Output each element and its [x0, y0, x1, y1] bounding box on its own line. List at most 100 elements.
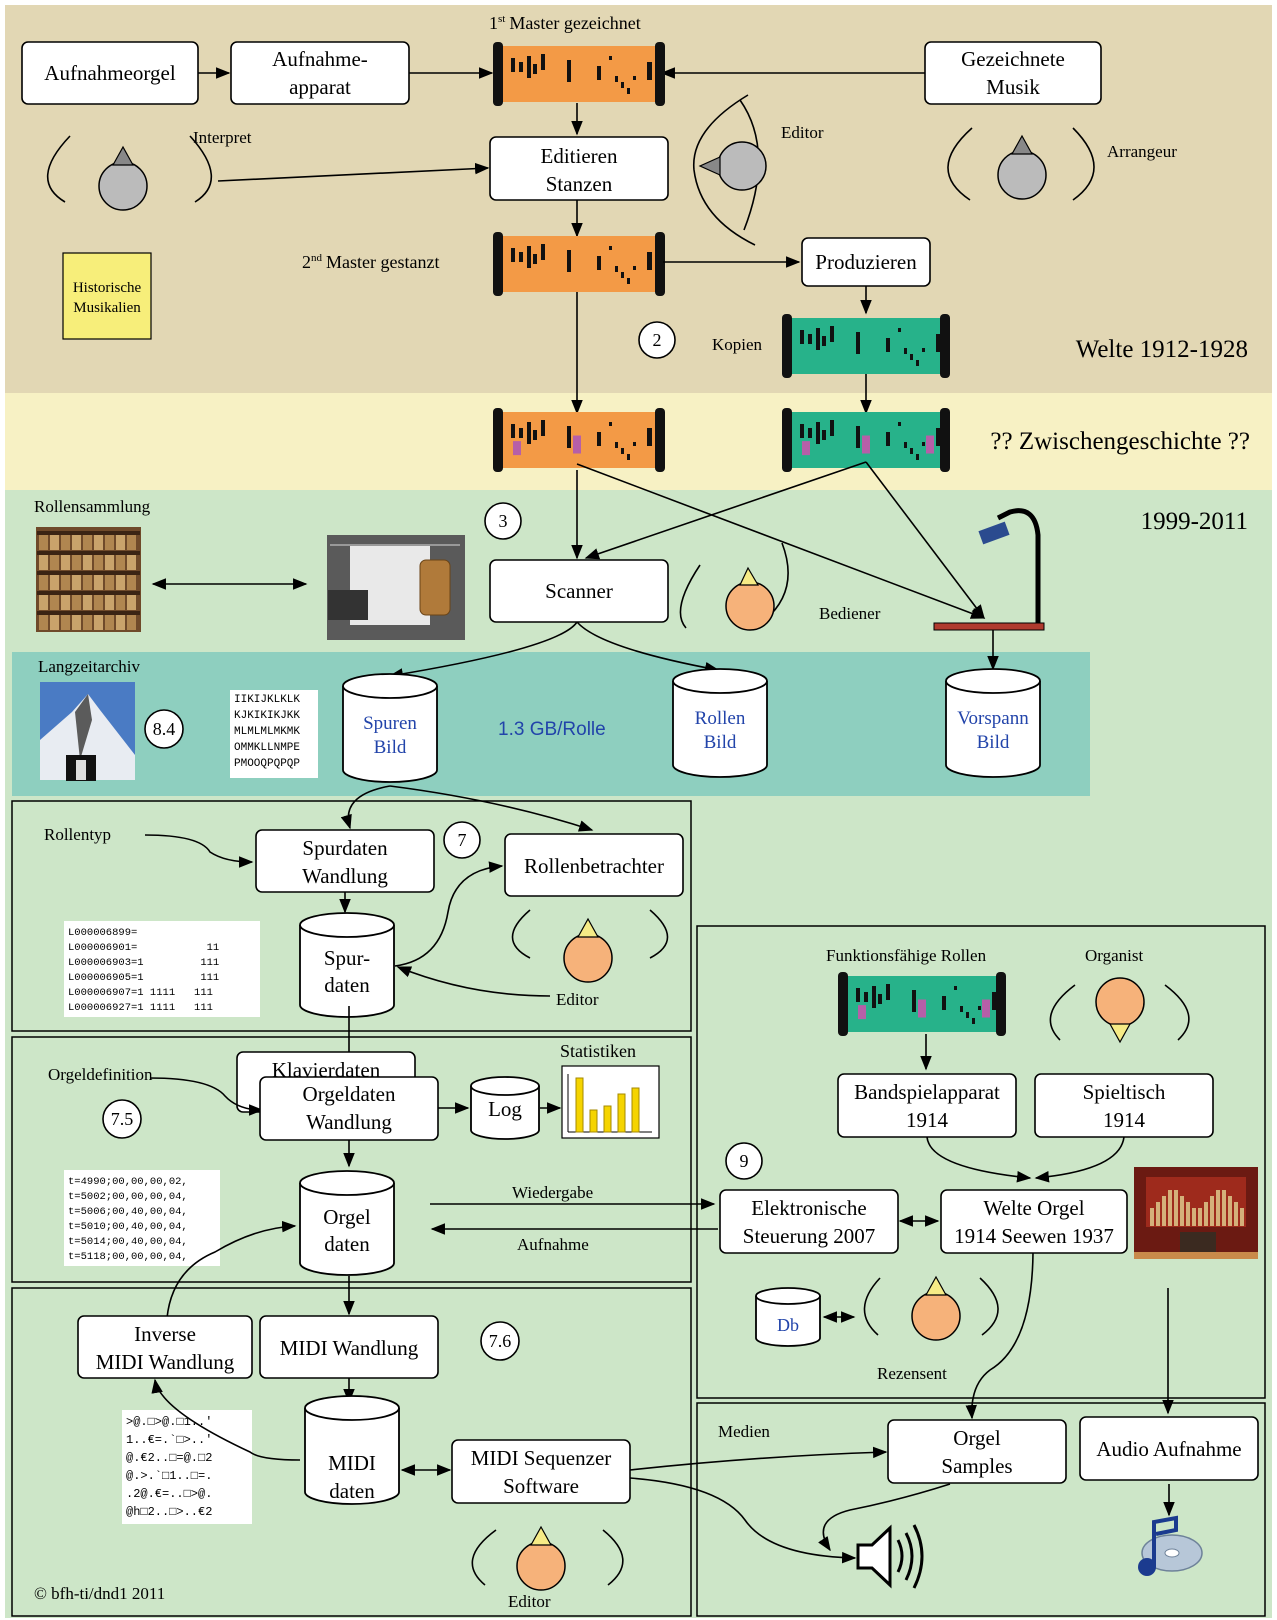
roll-hole	[872, 986, 876, 1008]
band-line1: Bandspielapparat	[854, 1080, 1000, 1104]
spuren-code-line: KJKIKIKJKK	[234, 710, 300, 722]
roll-hole	[886, 432, 890, 446]
midi-code-block: >@.□>@.□1..' 1..€=.`□>..' @.€2..□=@.□2 @…	[122, 1410, 252, 1524]
spur-daten-cylinder	[299, 912, 395, 1018]
roll-hole	[633, 266, 636, 270]
roll-hole	[541, 54, 545, 70]
roll-hole	[621, 82, 624, 88]
roll-hole	[567, 250, 571, 272]
organ-pipe	[1234, 1202, 1238, 1226]
midi-frame	[11, 1287, 692, 1617]
roll-hole	[527, 422, 531, 444]
vorspann-bild-cylinder	[945, 668, 1041, 778]
kopien-roll	[782, 314, 950, 378]
medien-frame	[696, 1402, 1266, 1617]
interpret-label: Interpret	[193, 128, 252, 147]
orgelwandlung-line1: Orgeldaten	[303, 1082, 396, 1106]
arrow-sequenzer-samples	[629, 1446, 888, 1471]
editor-midi-label: Editor	[508, 1592, 551, 1611]
midi-code-line: .2@.€=..□>@.	[126, 1487, 212, 1501]
produzieren-label: Produzieren	[815, 250, 917, 274]
roll-hole	[511, 248, 515, 262]
organ-pipe	[1174, 1190, 1178, 1226]
editieren-label: Editieren	[541, 144, 618, 168]
roll-hole	[916, 360, 919, 366]
circle-2-label: 2	[653, 330, 662, 350]
roll-hole-purple	[573, 435, 581, 454]
orgelwandlung-line2: Wandlung	[306, 1110, 392, 1134]
welte-line1: Welte Orgel	[983, 1196, 1084, 1220]
roll-hole	[898, 328, 901, 332]
inverse-line1: Inverse	[134, 1322, 196, 1346]
roll-hole	[830, 326, 834, 342]
roll-hole	[519, 62, 523, 72]
roll-hole-purple	[513, 441, 521, 456]
rollen-line2: Bild	[704, 732, 737, 753]
orgel-code-line: t=5118;00,00,00,04,	[68, 1251, 188, 1263]
arrow-zw2-scanner	[584, 461, 867, 560]
rezensent-person	[863, 1275, 999, 1341]
roll-hole	[856, 332, 860, 354]
organ-pipe	[1222, 1190, 1226, 1226]
elektro-line2: Steuerung 2007	[743, 1224, 875, 1248]
mountain-photo	[40, 682, 135, 781]
roll-hole	[609, 246, 612, 250]
log-label: Log	[488, 1097, 522, 1121]
roll-hole	[830, 420, 834, 436]
midi-code-line: @.€2..□=@.□2	[126, 1451, 212, 1465]
roll-hole	[800, 330, 804, 344]
roll-hole	[808, 428, 812, 438]
roll-hole	[864, 992, 868, 1002]
organ-pipe	[1156, 1202, 1160, 1226]
funktionsfaehige-label: Funktionsfähige Rollen	[826, 946, 987, 965]
orgel-code-line: t=5006;00,40,00,04,	[68, 1206, 188, 1218]
circle-7	[443, 821, 481, 859]
spuren-code-line: PMOOQPQPQP	[234, 758, 300, 770]
roll-hole-purple	[862, 435, 870, 454]
spur-code-line: L000006903=1 111	[68, 957, 219, 969]
roll-hole	[533, 254, 537, 264]
roll-hole	[527, 56, 531, 78]
roll-hole	[519, 428, 523, 438]
spuren-code-line: IIKIJKLKLK	[234, 694, 300, 706]
statistiken-label: Statistiken	[560, 1041, 636, 1061]
arrow-band-welte	[926, 1136, 1032, 1183]
organ-photo	[1134, 1167, 1258, 1259]
orgel-code-line: t=5010;00,40,00,04,	[68, 1221, 188, 1233]
samples-line1: Orgel	[953, 1426, 1001, 1450]
roll-hole	[615, 266, 618, 272]
circle-7-label: 7	[458, 830, 467, 850]
section-zwischen: ?? Zwischengeschichte ??	[990, 428, 1250, 455]
organist-label: Organist	[1085, 946, 1144, 965]
copyright: © bfh-ti/dnd1 2011	[34, 1584, 165, 1603]
music-cd-icon	[1138, 1515, 1203, 1576]
arrow-spieltisch-welte	[1034, 1136, 1125, 1183]
spur-db-line1: Spur-	[324, 946, 370, 970]
orgel-code-line: t=4990;00,00,00,02,	[68, 1176, 188, 1188]
roll-hole-purple	[918, 999, 926, 1018]
roll-hole-purple	[926, 435, 934, 454]
spur-frame	[11, 800, 692, 1032]
roll-hole	[886, 338, 890, 352]
orgel-db-line1: Orgel	[323, 1205, 371, 1229]
roll-hole	[886, 984, 890, 1000]
spuren-bild-cylinder	[342, 673, 438, 783]
spur-code-line: L000006927=1 1111 111	[68, 1002, 213, 1014]
rezensent-label: Rezensent	[877, 1364, 947, 1383]
circle-3	[484, 502, 522, 540]
historische-line1: Historische	[73, 280, 142, 296]
circle-2	[638, 321, 676, 359]
arrow-spuren-spurdaten	[340, 785, 391, 830]
arrow-rollentyp	[144, 834, 254, 868]
roll-hole	[816, 422, 820, 444]
roll-hole	[647, 62, 652, 80]
welte-orgel-box	[940, 1189, 1128, 1254]
statistics-chart	[561, 1065, 660, 1139]
circle-75-label: 7.5	[111, 1109, 134, 1129]
editor-person-spur	[511, 909, 669, 983]
inverse-midi-box	[77, 1315, 253, 1379]
roll-hole	[609, 56, 612, 60]
arrow-spuren-rollenbetrachter	[389, 785, 594, 832]
